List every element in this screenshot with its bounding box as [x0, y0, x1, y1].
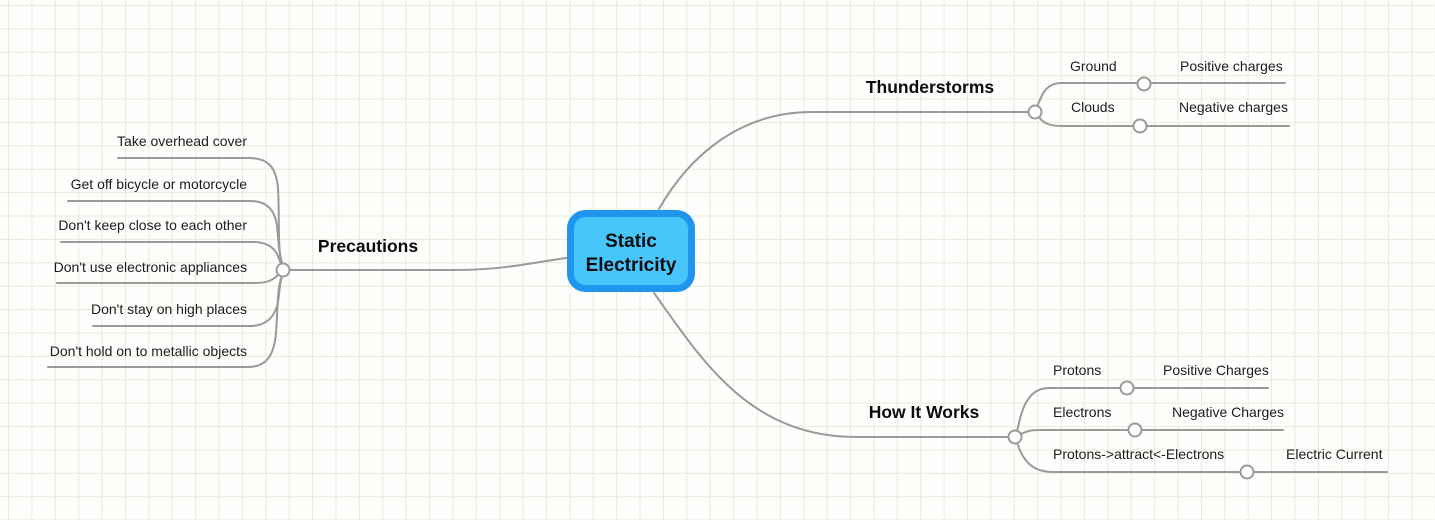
- subtopic-take-overhead-cover[interactable]: Take overhead cover: [117, 133, 247, 149]
- junction-electrons[interactable]: [1127, 422, 1143, 438]
- root-topic-box[interactable]: [567, 210, 695, 292]
- branch-line-electrons: [1020, 429, 1284, 435]
- subtopic-protons-attract-electrons[interactable]: Protons->attract<-Electrons: [1053, 446, 1224, 462]
- subtopic-electrons[interactable]: Electrons: [1053, 404, 1111, 420]
- branch-line-how-it-works: [653, 292, 1011, 438]
- branch-line-ground: [1036, 82, 1286, 108]
- topic-precautions[interactable]: Precautions: [318, 236, 418, 256]
- subtopic-positive-charges-2[interactable]: Positive Charges: [1163, 362, 1269, 378]
- topic-thunderstorms[interactable]: Thunderstorms: [866, 77, 995, 97]
- subtopic-dont-use-appliances[interactable]: Don't use electronic appliances: [54, 259, 247, 275]
- subtopic-clouds[interactable]: Clouds: [1071, 99, 1115, 115]
- junction-how-it-works[interactable]: [1007, 429, 1023, 445]
- branch-line-protons: [1016, 387, 1269, 433]
- subtopic-negative-charges-2[interactable]: Negative Charges: [1172, 404, 1284, 420]
- branch-line-take-overhead-cover: [117, 157, 284, 266]
- branch-line-dont-use-appliances: [56, 274, 279, 284]
- junction-protons[interactable]: [1119, 380, 1135, 396]
- junctions: [275, 76, 1255, 480]
- root-topic-label-line2: Electricity: [586, 255, 677, 276]
- branch-line-get-off-bicycle: [67, 200, 284, 267]
- branch-line-dont-hold-metallic: [47, 273, 284, 368]
- junction-precautions[interactable]: [275, 262, 291, 278]
- topic-how-it-works[interactable]: How It Works: [869, 402, 980, 422]
- junction-thunderstorms[interactable]: [1027, 104, 1043, 120]
- root-topic-label-line1: Static: [605, 231, 657, 252]
- subtopic-dont-keep-close[interactable]: Don't keep close to each other: [58, 217, 247, 233]
- subtopic-electric-current[interactable]: Electric Current: [1286, 446, 1383, 462]
- junction-clouds[interactable]: [1132, 118, 1148, 134]
- root-topic-static-electricity[interactable]: Static Electricity: [567, 210, 695, 292]
- branch-line-clouds: [1037, 115, 1290, 127]
- branch-lines: [47, 82, 1388, 473]
- subtopic-dont-hold-metallic[interactable]: Don't hold on to metallic objects: [50, 343, 247, 359]
- branch-line-thunderstorms: [658, 111, 1031, 210]
- junction-ground[interactable]: [1136, 76, 1152, 92]
- subtopic-dont-stay-high[interactable]: Don't stay on high places: [91, 301, 247, 317]
- junction-attract[interactable]: [1239, 464, 1255, 480]
- branch-line-precautions: [288, 257, 568, 271]
- subtopic-positive-charges[interactable]: Positive charges: [1180, 58, 1283, 74]
- subtopic-protons[interactable]: Protons: [1053, 362, 1101, 378]
- branch-line-dont-stay-high: [92, 273, 284, 327]
- subtopic-ground[interactable]: Ground: [1070, 58, 1117, 74]
- subtopic-get-off-bicycle[interactable]: Get off bicycle or motorcycle: [71, 176, 248, 192]
- branch-line-attract: [1016, 441, 1388, 473]
- subtopic-negative-charges[interactable]: Negative charges: [1179, 99, 1288, 115]
